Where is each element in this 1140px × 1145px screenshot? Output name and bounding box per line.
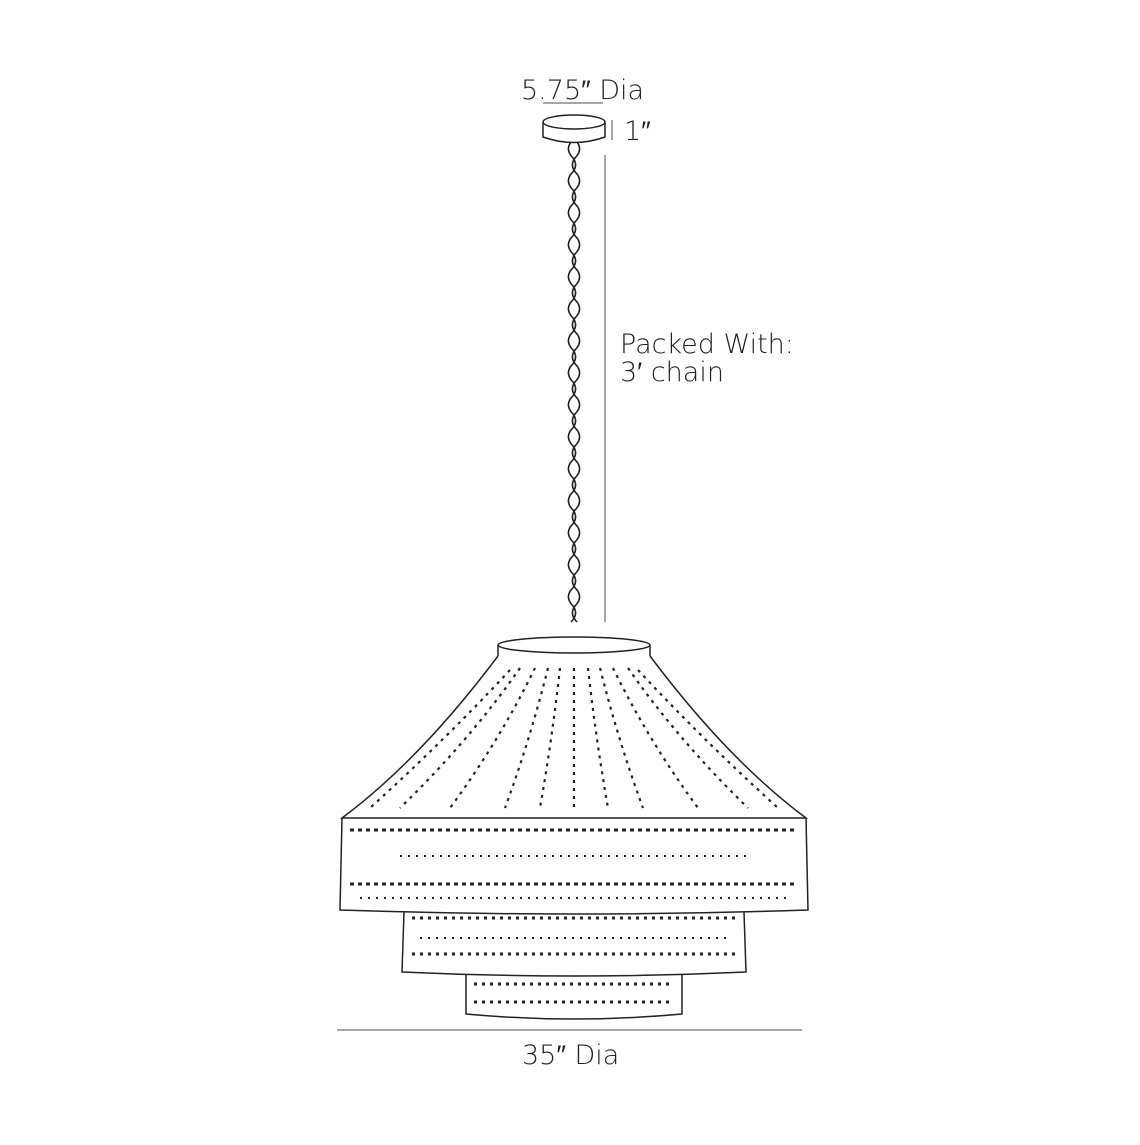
chain-length-label: 3′ chain — [620, 357, 724, 388]
chain — [567, 141, 581, 623]
middle-tier — [401, 911, 747, 977]
bottom-tier-beads — [474, 982, 674, 1004]
canopy — [542, 114, 606, 144]
canopy-diameter-label: 5.75″ Dia — [521, 75, 645, 106]
overall-diameter-label: 35″ Dia — [522, 1040, 620, 1071]
upper-tier — [339, 817, 809, 915]
packed-with-label: Packed With: — [620, 329, 794, 360]
upper-skirt-strands — [369, 667, 779, 809]
bottom-tier — [465, 974, 683, 1020]
middle-tier-beads — [412, 916, 736, 956]
upper-skirt — [339, 655, 809, 819]
upper-tier-beads — [350, 828, 798, 886]
top-ring — [497, 636, 651, 656]
canopy-height-label: 1″ — [624, 116, 651, 147]
upper-tier-beads-small — [360, 855, 790, 899]
